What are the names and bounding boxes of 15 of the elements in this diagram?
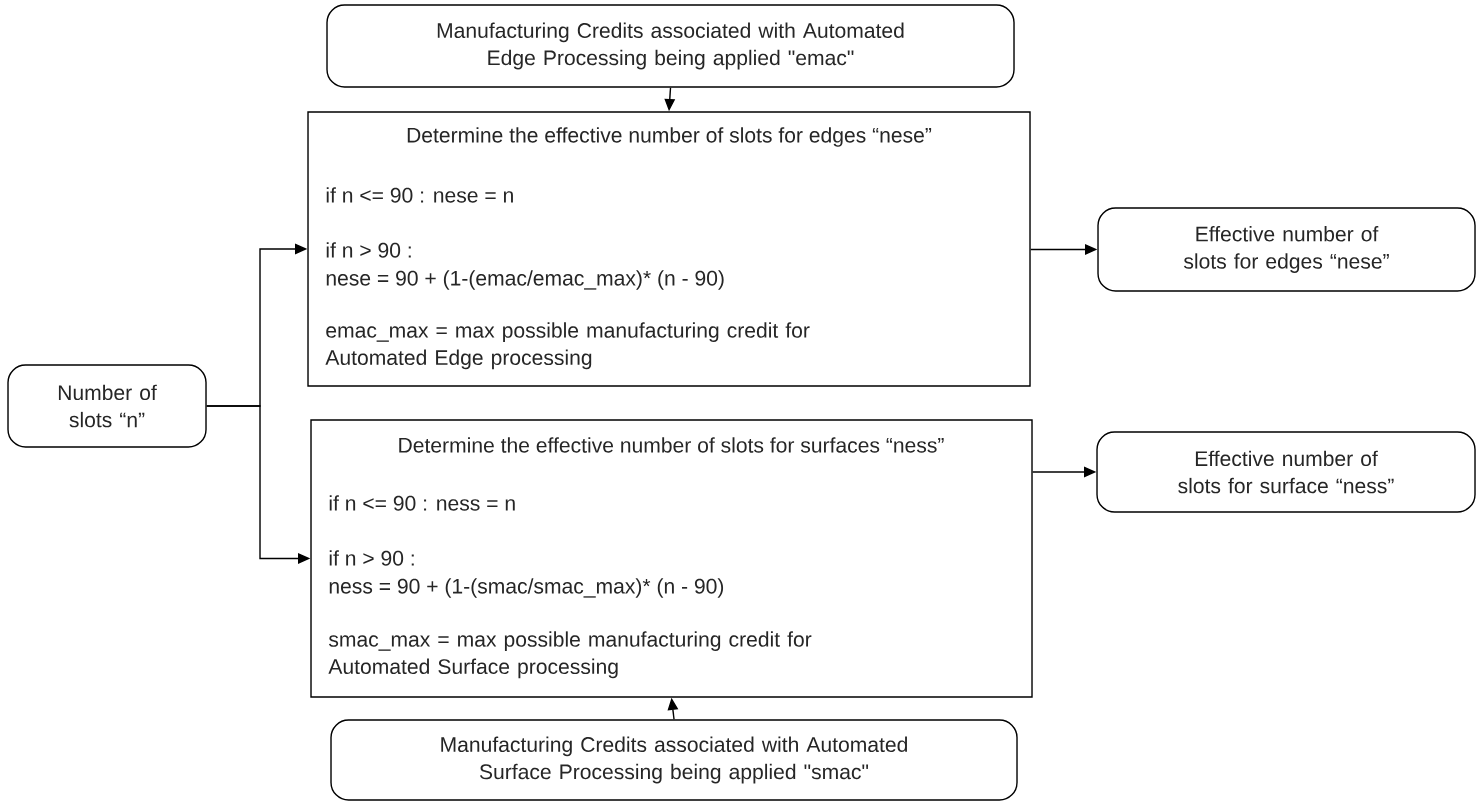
note-text: emac_max = max possible manufacturing credit for Automated Edge processing [325,322,810,370]
formula-text: nese = 90 + (1-(emac/emac_max)* (n - 90) [326,270,724,290]
note-text: smac_max = max possible manufacturing credit for Automated Surface processing [328,631,812,679]
rounded-box: Effective number of slots for surface “ness” [1096,431,1476,513]
rounded-box: Manufacturing Credits associated with Automated Surface Processing being applied "smac" [330,719,1018,801]
rounded-box: Effective number of slots for edges “nese” [1097,207,1476,292]
box-heading: Determine the effective number of slots for surfaces “ness” [399,437,944,453]
rounded-box: Manufacturing Credits associated with Automated Edge Processing being applied "emac" [326,4,1015,88]
condition-text: if n <= 90 : nese = n [326,187,513,203]
condition-text: if n > 90 : [326,242,411,258]
condition-text: if n > 90 : [329,550,414,566]
formula-text: ness = 90 + (1-(smac/smac_max)* (n - 90) [329,578,724,598]
condition-text: if n <= 90 : ness = n [329,495,515,511]
rounded-box: Number of slots “n” [7,364,207,448]
box-heading: Determine the effective number of slots for edges “nese” [407,127,932,147]
